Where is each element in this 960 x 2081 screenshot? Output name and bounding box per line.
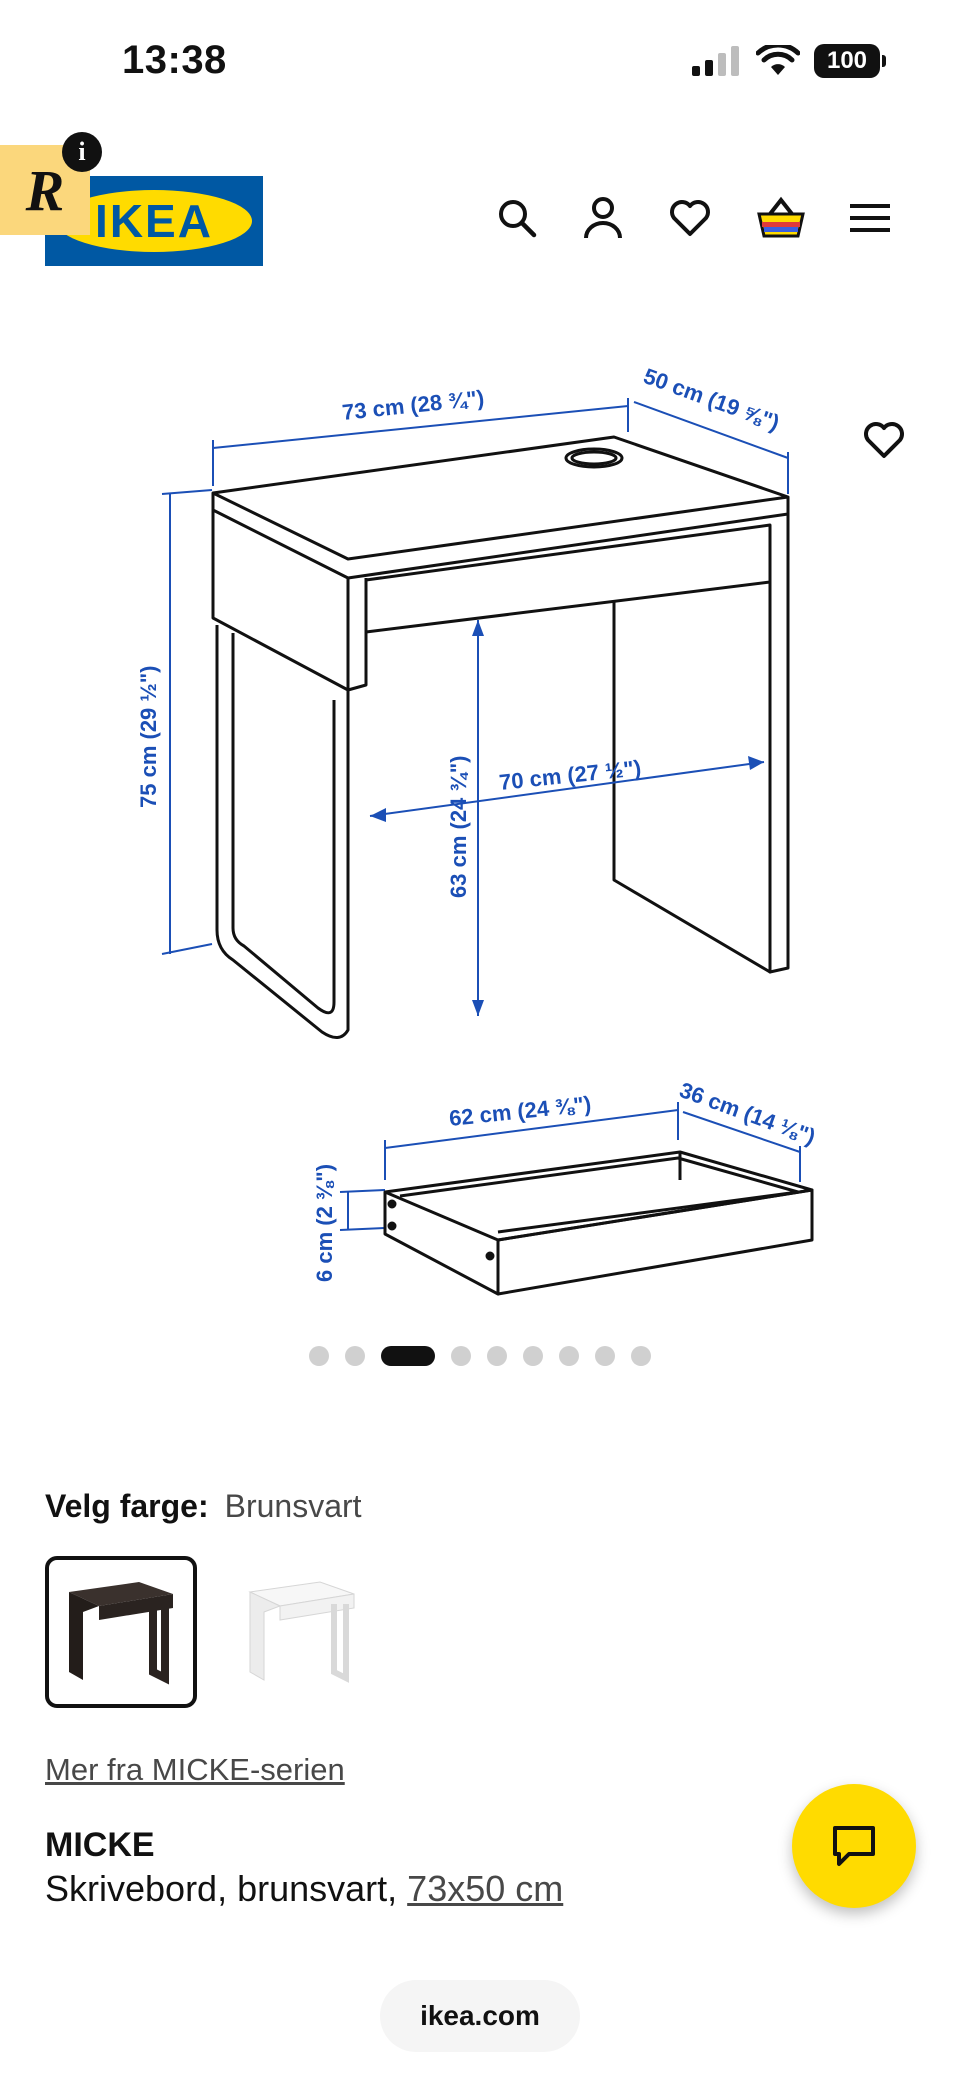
dim-leg-height: 63 cm (24 ¾") bbox=[446, 755, 471, 898]
dim-desk-height: 75 cm (29 ½") bbox=[136, 665, 161, 808]
product-dimension-image[interactable]: 73 cm (28 ¾") 50 cm (19 ⅝") 75 cm (29 ½"… bbox=[0, 340, 960, 1320]
info-icon[interactable]: i bbox=[62, 132, 102, 172]
carousel-indicator bbox=[0, 1346, 960, 1366]
swatch-hvit[interactable] bbox=[226, 1556, 378, 1708]
carousel-dot[interactable] bbox=[523, 1346, 543, 1366]
desk-thumbnail-dark bbox=[69, 1582, 173, 1685]
signal-icon bbox=[692, 46, 739, 76]
carousel-dot-active[interactable] bbox=[381, 1346, 435, 1366]
basket-icon[interactable] bbox=[756, 196, 806, 240]
product-size-link[interactable]: 73x50 cm bbox=[407, 1868, 564, 1909]
dim-drawer-depth: 36 cm (14 ⅛") bbox=[676, 1077, 818, 1149]
carousel-dot[interactable] bbox=[595, 1346, 615, 1366]
browser-url-bar[interactable]: ikea.com bbox=[380, 1980, 580, 2052]
dim-desk-width: 73 cm (28 ¾") bbox=[341, 385, 485, 425]
carousel-dot[interactable] bbox=[487, 1346, 507, 1366]
swatch-brunsvart[interactable] bbox=[45, 1556, 197, 1708]
dim-drawer-width: 62 cm (24 ⅜") bbox=[448, 1091, 592, 1131]
menu-icon[interactable] bbox=[850, 202, 890, 234]
carousel-dot[interactable] bbox=[559, 1346, 579, 1366]
logo-text: IKEA bbox=[95, 195, 213, 247]
heart-icon[interactable] bbox=[668, 198, 712, 238]
color-value: Brunsvart bbox=[224, 1488, 362, 1524]
color-selection-label: Velg farge: Brunsvart bbox=[45, 1488, 362, 1525]
wifi-icon bbox=[756, 45, 800, 75]
product-name: MICKE bbox=[45, 1826, 155, 1864]
search-icon[interactable] bbox=[496, 197, 538, 239]
series-link[interactable]: Mer fra MICKE-serien bbox=[45, 1752, 345, 1787]
carousel-dot[interactable] bbox=[345, 1346, 365, 1366]
color-label: Velg farge: bbox=[45, 1488, 209, 1524]
status-indicators: 100 bbox=[692, 44, 886, 78]
product-description-text: Skrivebord, brunsvart, bbox=[45, 1868, 398, 1909]
carousel-dot[interactable] bbox=[309, 1346, 329, 1366]
status-time: 13:38 bbox=[122, 38, 227, 82]
dim-drawer-height: 6 cm (2 ⅜") bbox=[312, 1164, 337, 1282]
chat-button[interactable] bbox=[792, 1784, 916, 1908]
chat-icon bbox=[833, 1826, 875, 1866]
carousel-dot[interactable] bbox=[451, 1346, 471, 1366]
battery-indicator: 100 bbox=[814, 44, 886, 78]
dim-desk-depth: 50 cm (19 ⅝") bbox=[640, 363, 782, 435]
user-icon[interactable] bbox=[582, 196, 624, 240]
header-actions bbox=[496, 196, 890, 240]
product-description: Skrivebord, brunsvart, 73x50 cm bbox=[45, 1868, 563, 1910]
desk-thumbnail-white bbox=[248, 1581, 355, 1683]
favorite-heart-icon[interactable] bbox=[862, 420, 906, 460]
carousel-dot[interactable] bbox=[631, 1346, 651, 1366]
